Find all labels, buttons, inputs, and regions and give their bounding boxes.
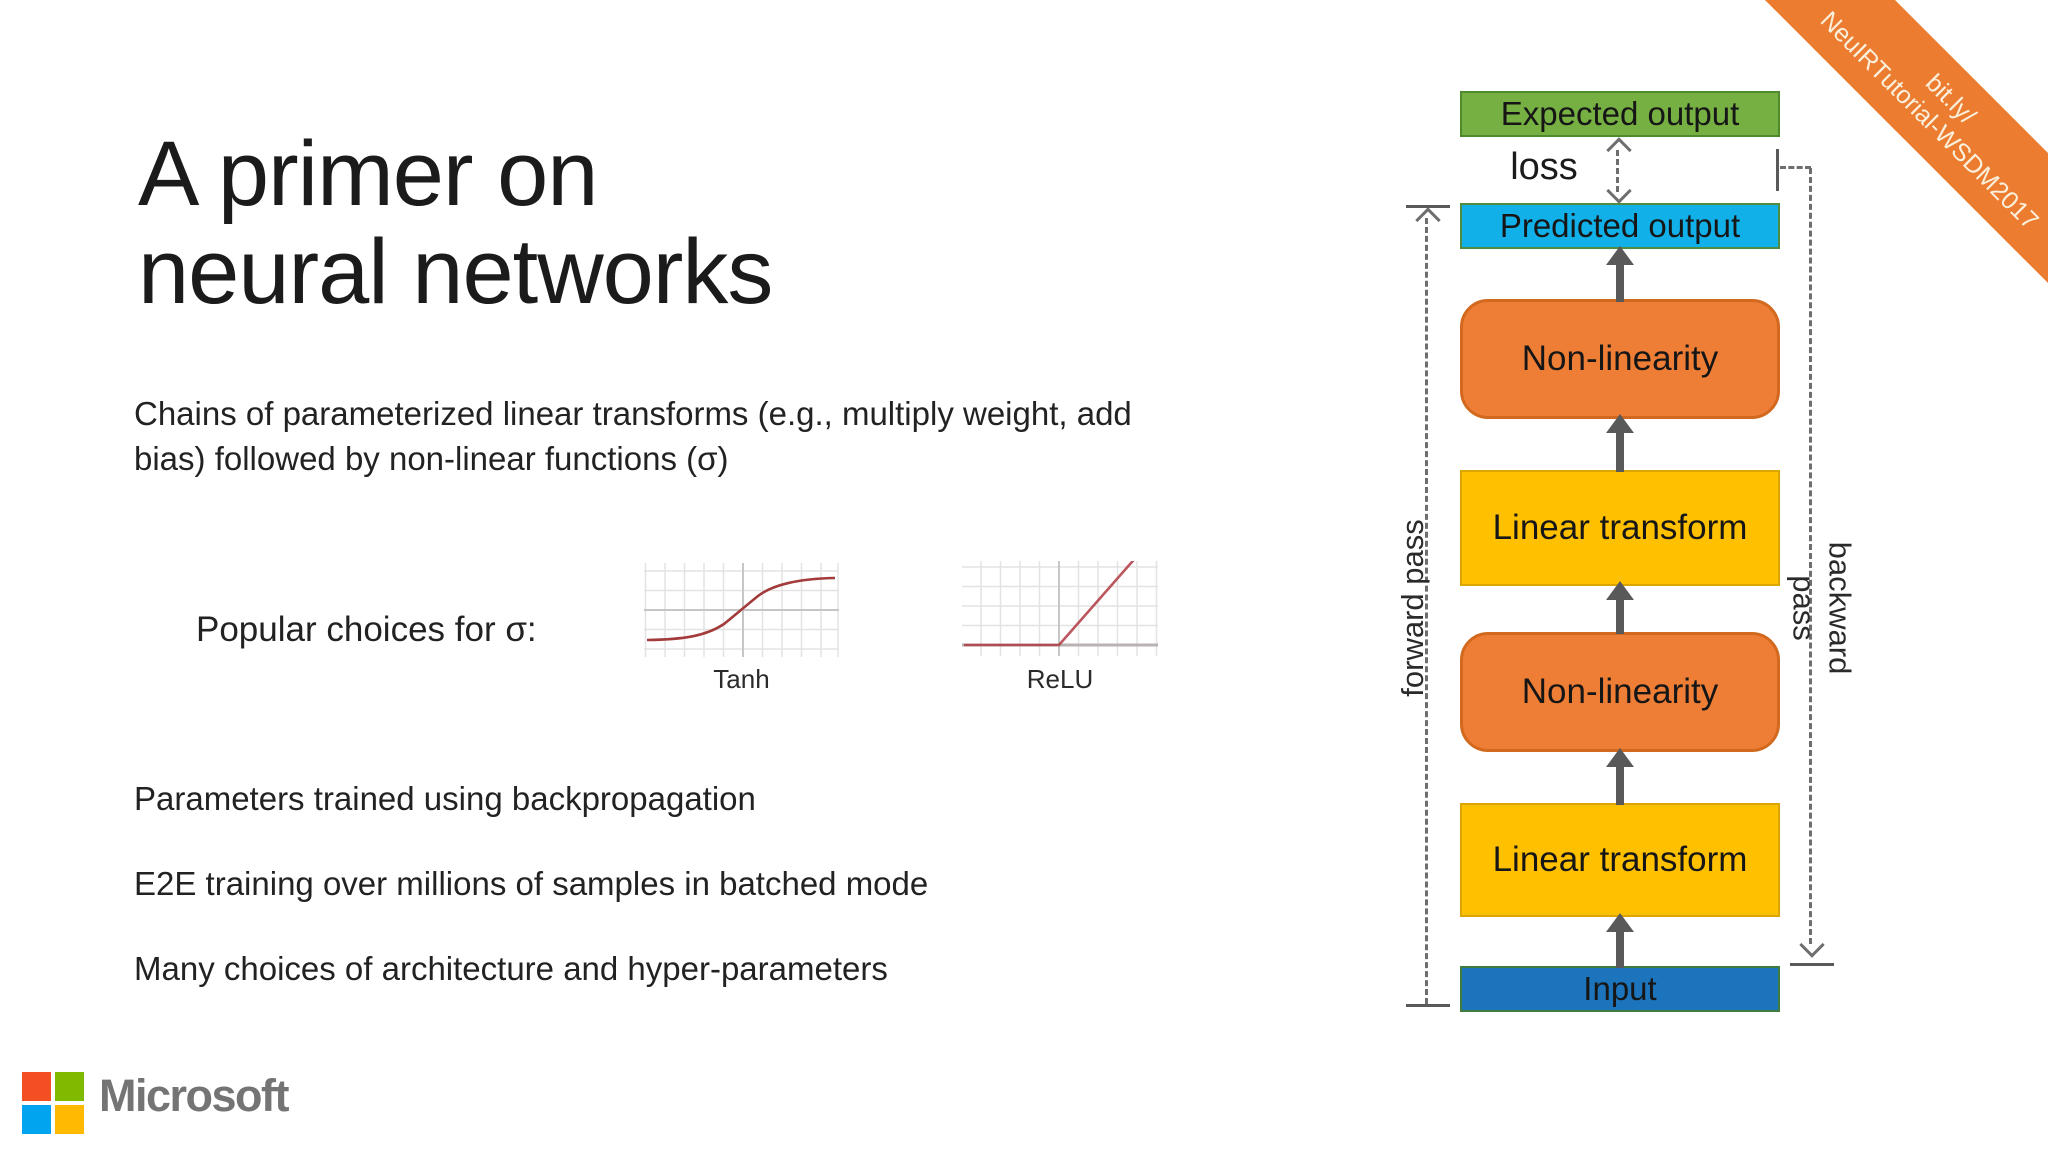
diagram-box-label: Non-linearity <box>1521 339 1719 378</box>
statement-architecture-choices: Many choices of architecture and hyper-p… <box>134 950 888 987</box>
tanh-caption: Tanh <box>713 664 770 694</box>
backward-pass-line <box>1809 168 1812 944</box>
backward-pass-arrow-head <box>1799 932 1825 958</box>
tanh-curve <box>646 576 836 642</box>
relu-curve <box>964 561 1135 647</box>
diagram-box-label: Expected output <box>1500 95 1740 132</box>
statement-e2e-training: E2E training over millions of samples in… <box>134 865 929 902</box>
diagram-box-linear-transform-2: Linear transform <box>1460 470 1780 586</box>
diagram-box-non-linearity-1: Non-linearity <box>1460 632 1780 752</box>
flow-arrow-to-predicted <box>1606 246 1634 302</box>
loss-arrow-head-up <box>1606 137 1632 163</box>
backward-pass-label: backward pass <box>1786 541 1858 675</box>
loss-arrow-head-down <box>1606 178 1632 204</box>
tanh-plot <box>644 563 839 657</box>
flow-arrow-from-input <box>1606 913 1634 968</box>
microsoft-wordmark: Microsoft <box>99 1070 290 1121</box>
page-title: A primer on neural networks <box>138 123 773 323</box>
flow-arrow-to-nonlinearity-1 <box>1606 748 1634 805</box>
logo-square-green <box>55 1072 84 1101</box>
diagram-box-label: Linear transform <box>1492 508 1748 547</box>
forward-pass-arrow-head <box>1415 207 1441 233</box>
ribbon-line-2: NeuIRTutorial-WSDM2017 <box>1814 6 2044 236</box>
loss-arrow-line <box>1616 150 1619 192</box>
diagram-box-label: Linear transform <box>1492 840 1748 879</box>
statement-backpropagation: Parameters trained using backpropagation <box>134 780 756 817</box>
logo-square-red <box>22 1072 51 1101</box>
backward-pass-bottom-tick <box>1790 963 1834 966</box>
forward-pass-bottom-tick <box>1406 1004 1450 1007</box>
diagram-box-label: Input <box>1583 970 1657 1007</box>
microsoft-logo-icon <box>22 1072 84 1134</box>
forward-pass-top-tick <box>1406 205 1450 208</box>
forward-pass-line <box>1425 218 1428 1004</box>
backward-pass-label-line-1: backward <box>1822 541 1858 675</box>
diagram-box-linear-transform-1: Linear transform <box>1460 803 1780 917</box>
sigma-choices-label: Popular choices for σ: <box>196 610 537 649</box>
diagram-box-input: Input <box>1460 966 1780 1012</box>
diagram-box-predicted-output: Predicted output <box>1460 203 1780 249</box>
flow-arrow-to-linear-2 <box>1606 581 1634 634</box>
page-title-line-1: A primer on <box>138 123 598 225</box>
diagram-box-non-linearity-2: Non-linearity <box>1460 299 1780 419</box>
flow-arrow-to-nonlinearity-2 <box>1606 414 1634 472</box>
diagram-box-label: Non-linearity <box>1521 672 1719 711</box>
loss-label: loss <box>1510 146 1578 188</box>
diagram-box-expected-output: Expected output <box>1460 91 1780 137</box>
backward-pass-top-tick <box>1776 149 1779 191</box>
diagram-box-label: Predicted output <box>1499 207 1741 244</box>
logo-square-yellow <box>55 1105 84 1134</box>
intro-paragraph: Chains of parameterized linear transform… <box>134 395 1132 477</box>
forward-pass-label: forward pass <box>1395 519 1431 697</box>
logo-square-blue <box>22 1105 51 1134</box>
backward-pass-label-line-2: pass <box>1787 575 1822 641</box>
relu-plot <box>962 561 1158 656</box>
backward-pass-horizontal-line <box>1780 166 1811 169</box>
page-title-line-2: neural networks <box>138 220 773 323</box>
relu-caption: ReLU <box>1026 664 1094 694</box>
